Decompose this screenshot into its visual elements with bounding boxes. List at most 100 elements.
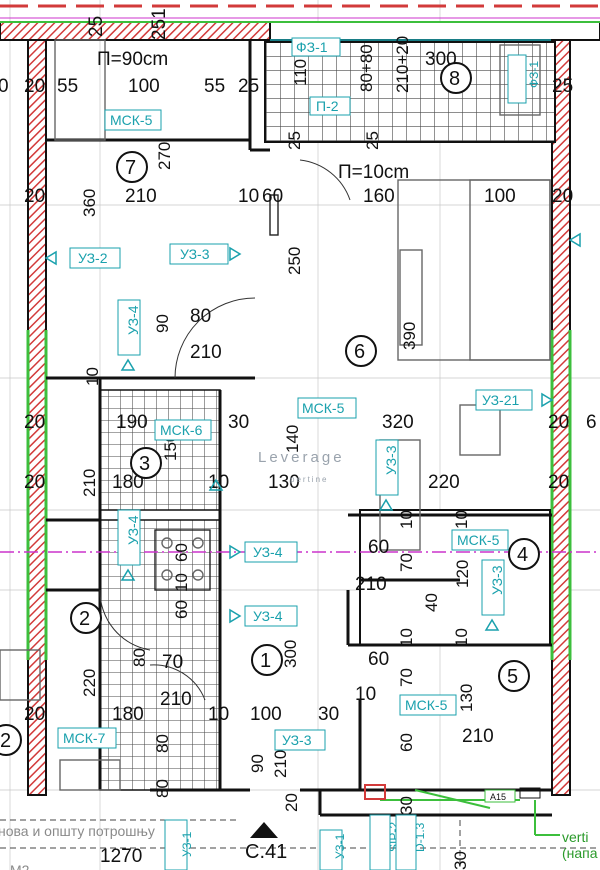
svg-text:220: 220 <box>80 669 99 697</box>
left-wall <box>26 39 48 796</box>
tag-msk5-b: МСК-5 <box>405 697 448 713</box>
svg-text:90: 90 <box>248 754 267 773</box>
tag-msk7: МСК-7 <box>63 730 106 746</box>
svg-text:4: 4 <box>517 544 528 566</box>
svg-text:60: 60 <box>368 649 389 670</box>
tag-uz4-l: УЗ-4 <box>253 608 283 624</box>
tag-markers <box>44 232 581 631</box>
watermark: Leverage pertine <box>258 449 342 484</box>
svg-text:20: 20 <box>24 704 45 725</box>
svg-text:60: 60 <box>172 543 191 562</box>
dim-p10: П=10cm <box>338 162 409 183</box>
svg-text:25: 25 <box>363 131 382 150</box>
svg-text:0: 0 <box>0 76 9 97</box>
svg-text:60: 60 <box>397 733 416 752</box>
room-6-marker <box>345 335 377 367</box>
svg-text:100: 100 <box>250 704 282 725</box>
tag-uz3-bl: УЗ-1 <box>180 831 194 857</box>
tag-d13: D-1.3 <box>413 822 427 852</box>
top-wall <box>0 21 600 41</box>
svg-text:270: 270 <box>155 142 174 170</box>
svg-text:10: 10 <box>397 628 416 647</box>
svg-text:60: 60 <box>262 186 283 207</box>
svg-text:20: 20 <box>548 412 569 433</box>
svg-text:80+80: 80+80 <box>357 44 376 92</box>
tag-uz4-c: УЗ-4 <box>253 544 283 560</box>
tiled-floors <box>99 41 556 791</box>
svg-text:8: 8 <box>449 68 460 90</box>
svg-text:250: 250 <box>285 247 304 275</box>
svg-text:210: 210 <box>462 726 494 747</box>
napa-label: (напа <box>562 845 598 861</box>
tag-p2: П-2 <box>316 98 339 114</box>
outlet-box <box>519 787 541 799</box>
room-1-marker <box>251 644 283 676</box>
svg-text:2: 2 <box>79 608 90 630</box>
svg-text:210: 210 <box>125 186 157 207</box>
svg-text:40: 40 <box>422 593 441 612</box>
svg-text:210: 210 <box>271 750 290 778</box>
svg-text:160: 160 <box>363 186 395 207</box>
svg-text:20: 20 <box>24 76 45 97</box>
tag-uz21: УЗ-21 <box>482 392 519 408</box>
svg-text:20: 20 <box>552 186 573 207</box>
svg-text:25: 25 <box>238 76 259 97</box>
svg-text:100: 100 <box>484 186 516 207</box>
svg-text:180: 180 <box>112 472 144 493</box>
dimension-labels: П=90cm П=10cm 0 20 55 100 55 25 110 80+8… <box>0 36 597 870</box>
room-4-marker <box>508 538 540 570</box>
tag-uz3-c: УЗ-3 <box>383 445 399 475</box>
tag-msk5-r7: МСК-5 <box>110 112 153 128</box>
svg-text:2: 2 <box>0 730 11 752</box>
svg-text:20: 20 <box>282 793 301 812</box>
tag-uz4-v: УЗ-4 <box>125 305 141 335</box>
svg-text:110: 110 <box>291 59 310 86</box>
section-marker: C.41 <box>245 822 287 863</box>
svg-text:20: 20 <box>24 472 45 493</box>
interior-walls <box>46 40 552 817</box>
room-markers: 7 8 6 3 4 2 1 5 2 <box>0 62 540 756</box>
svg-text:10: 10 <box>172 573 191 592</box>
svg-text:30: 30 <box>397 796 416 815</box>
a15-box <box>484 789 516 803</box>
panel-box <box>364 784 386 800</box>
svg-text:70: 70 <box>397 668 416 687</box>
tag-uz3-r: УЗ-3 <box>489 565 505 595</box>
svg-text:70: 70 <box>397 553 416 572</box>
bottom-note: нова и општу потрошњу <box>0 823 155 839</box>
vert-label: verti <box>562 829 588 845</box>
svg-text:30: 30 <box>318 704 339 725</box>
header-left: 25 <box>86 16 107 37</box>
svg-text:70: 70 <box>162 652 183 673</box>
svg-text:210: 210 <box>355 574 387 595</box>
svg-text:210+20: 210+20 <box>393 36 412 93</box>
svg-text:1270: 1270 <box>100 846 142 867</box>
svg-text:80: 80 <box>130 648 149 667</box>
svg-text:25: 25 <box>285 131 304 150</box>
svg-text:10: 10 <box>208 472 229 493</box>
header-right: 251 <box>149 8 170 40</box>
tag-uz3-b: УЗ-3 <box>282 732 312 748</box>
svg-text:100: 100 <box>128 76 160 97</box>
svg-text:30: 30 <box>451 851 470 870</box>
room-8-marker <box>440 62 472 94</box>
tag-fz1b: ФЗ-1 <box>527 61 541 88</box>
svg-text:210: 210 <box>160 689 192 710</box>
room-2b-marker <box>0 724 22 756</box>
svg-text:10: 10 <box>452 510 471 529</box>
svg-text:130: 130 <box>457 684 476 712</box>
svg-text:C.41: C.41 <box>245 841 287 863</box>
svg-text:190: 190 <box>116 412 148 433</box>
svg-text:390: 390 <box>400 322 419 350</box>
svg-text:25: 25 <box>552 76 573 97</box>
svg-text:10: 10 <box>397 510 416 529</box>
svg-text:7: 7 <box>125 157 136 179</box>
svg-text:6: 6 <box>354 341 365 363</box>
svg-text:120: 120 <box>453 560 472 588</box>
svg-text:20: 20 <box>548 472 569 493</box>
dim-p90: П=90cm <box>97 49 168 70</box>
svg-text:210: 210 <box>190 342 222 363</box>
room-2-marker <box>70 602 102 634</box>
bottom-dashed <box>0 819 600 870</box>
